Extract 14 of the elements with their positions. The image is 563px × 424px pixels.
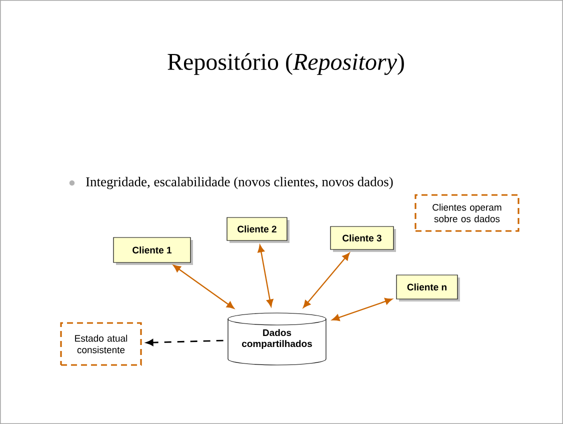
arrow	[173, 264, 234, 309]
arrow	[332, 298, 392, 321]
slide-title: Repositório (Repository)	[168, 53, 404, 75]
arrow	[303, 252, 350, 308]
database-cylinder: Dados compartilhados	[228, 312, 326, 366]
arrow	[146, 339, 224, 346]
client-box: Cliente 3	[330, 226, 396, 252]
note-box: Estado atual consistente	[60, 322, 142, 366]
arrow	[258, 244, 274, 307]
client-box: Cliente 1	[113, 237, 193, 265]
bullet-text: Integridade, escalabilidade (novos clientes, novos dados)	[86, 176, 393, 190]
client-box: Cliente 2	[226, 217, 290, 243]
note-box: Clientes operam sobre os dados	[414, 194, 520, 232]
client-box: Cliente n	[396, 274, 460, 302]
